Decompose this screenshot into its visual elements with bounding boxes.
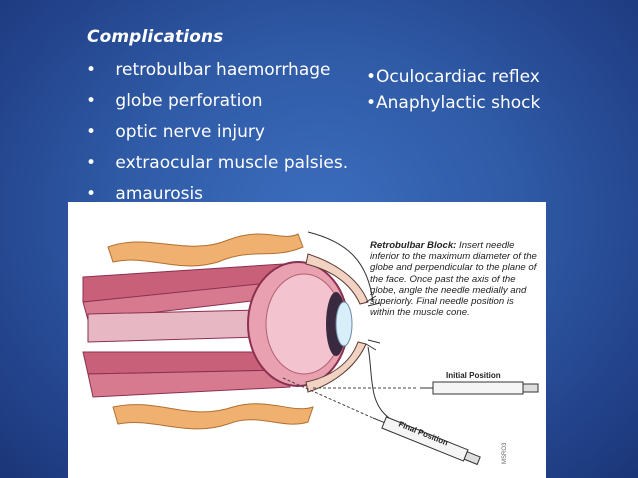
- lashes: [365, 295, 381, 351]
- syringe-initial: [420, 381, 539, 395]
- figure-caption: Retrobulbar Block: Insert needle inferio…: [370, 240, 538, 318]
- bullet-glyph: •: [86, 153, 97, 173]
- eye-anatomy-illustration: Initial Position Final Position MSRO3: [82, 231, 539, 466]
- list-item: • extraocular muscle palsies.: [86, 151, 348, 182]
- slide-heading: Complications: [87, 27, 224, 47]
- lower-eyelid: [305, 341, 367, 393]
- side-list-item: •Oculocardiac reflex: [366, 67, 540, 87]
- list-item-text: globe perforation: [110, 91, 263, 111]
- upper-eyelid: [305, 253, 369, 305]
- bullet-glyph: •: [86, 60, 97, 80]
- optic-nerve: [87, 309, 259, 343]
- caption-body: Insert needle inferior to the maximum di…: [370, 240, 537, 319]
- list-item: • amaurosis: [86, 182, 348, 213]
- list-item-text: retrobulbar haemorrhage: [110, 60, 331, 80]
- list-item: • retrobulbar haemorrhage: [86, 58, 348, 89]
- caption-title: Retrobulbar Block:: [370, 240, 457, 251]
- figure-watermark: MSRO3: [502, 442, 508, 464]
- cornea: [335, 301, 353, 347]
- side-list: •Oculocardiac reflex •Anaphylactic shock: [366, 64, 540, 116]
- syringe-final: [372, 416, 481, 466]
- list-item-text: extraocular muscle palsies.: [110, 153, 349, 173]
- bullet-glyph: •: [86, 122, 97, 142]
- list-item-text: amaurosis: [110, 184, 204, 204]
- side-list-item: •Anaphylactic shock: [366, 93, 541, 113]
- needle-path-final: [282, 377, 374, 419]
- list-item: • optic nerve injury: [86, 120, 348, 151]
- retrobulbar-block-figure: Initial Position Final Position MSRO3 Re…: [68, 202, 546, 478]
- bullet-glyph: •: [86, 91, 97, 111]
- muscle-lower-2: [87, 369, 291, 398]
- bullet-glyph: •: [86, 184, 97, 204]
- list-item-text: optic nerve injury: [110, 122, 265, 142]
- list-item: • globe perforation: [86, 89, 348, 120]
- label-initial-position: Initial Position: [446, 371, 501, 380]
- orbital-fat-lower: [112, 403, 314, 430]
- complications-list: • retrobulbar haemorrhage • globe perfor…: [86, 58, 348, 213]
- orbital-fat-upper: [107, 233, 304, 267]
